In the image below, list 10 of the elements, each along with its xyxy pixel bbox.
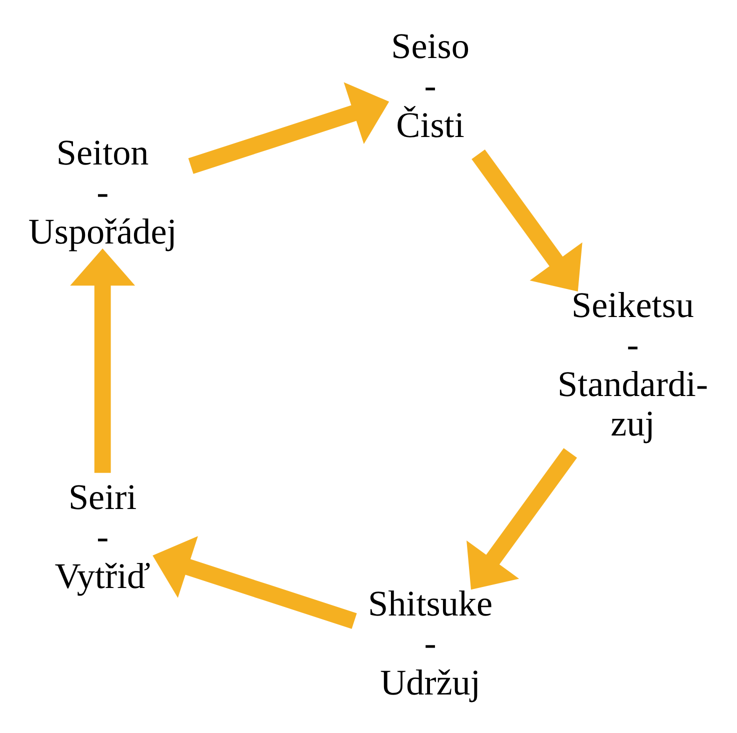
node-text: Seiton - Uspořádej: [28, 132, 177, 251]
node-text: Seiso - Čisti: [391, 26, 470, 144]
node-text: Shitsuke - Udržuj: [368, 583, 492, 702]
arrow: [188, 82, 390, 174]
arrow: [466, 448, 577, 590]
node-text: Seiketsu - Standardi- zuj: [558, 284, 708, 443]
node-text: Seiri - Vytřiď: [54, 476, 150, 596]
arrow: [472, 149, 582, 291]
arrow: [152, 536, 357, 628]
arrow: [70, 248, 136, 472]
